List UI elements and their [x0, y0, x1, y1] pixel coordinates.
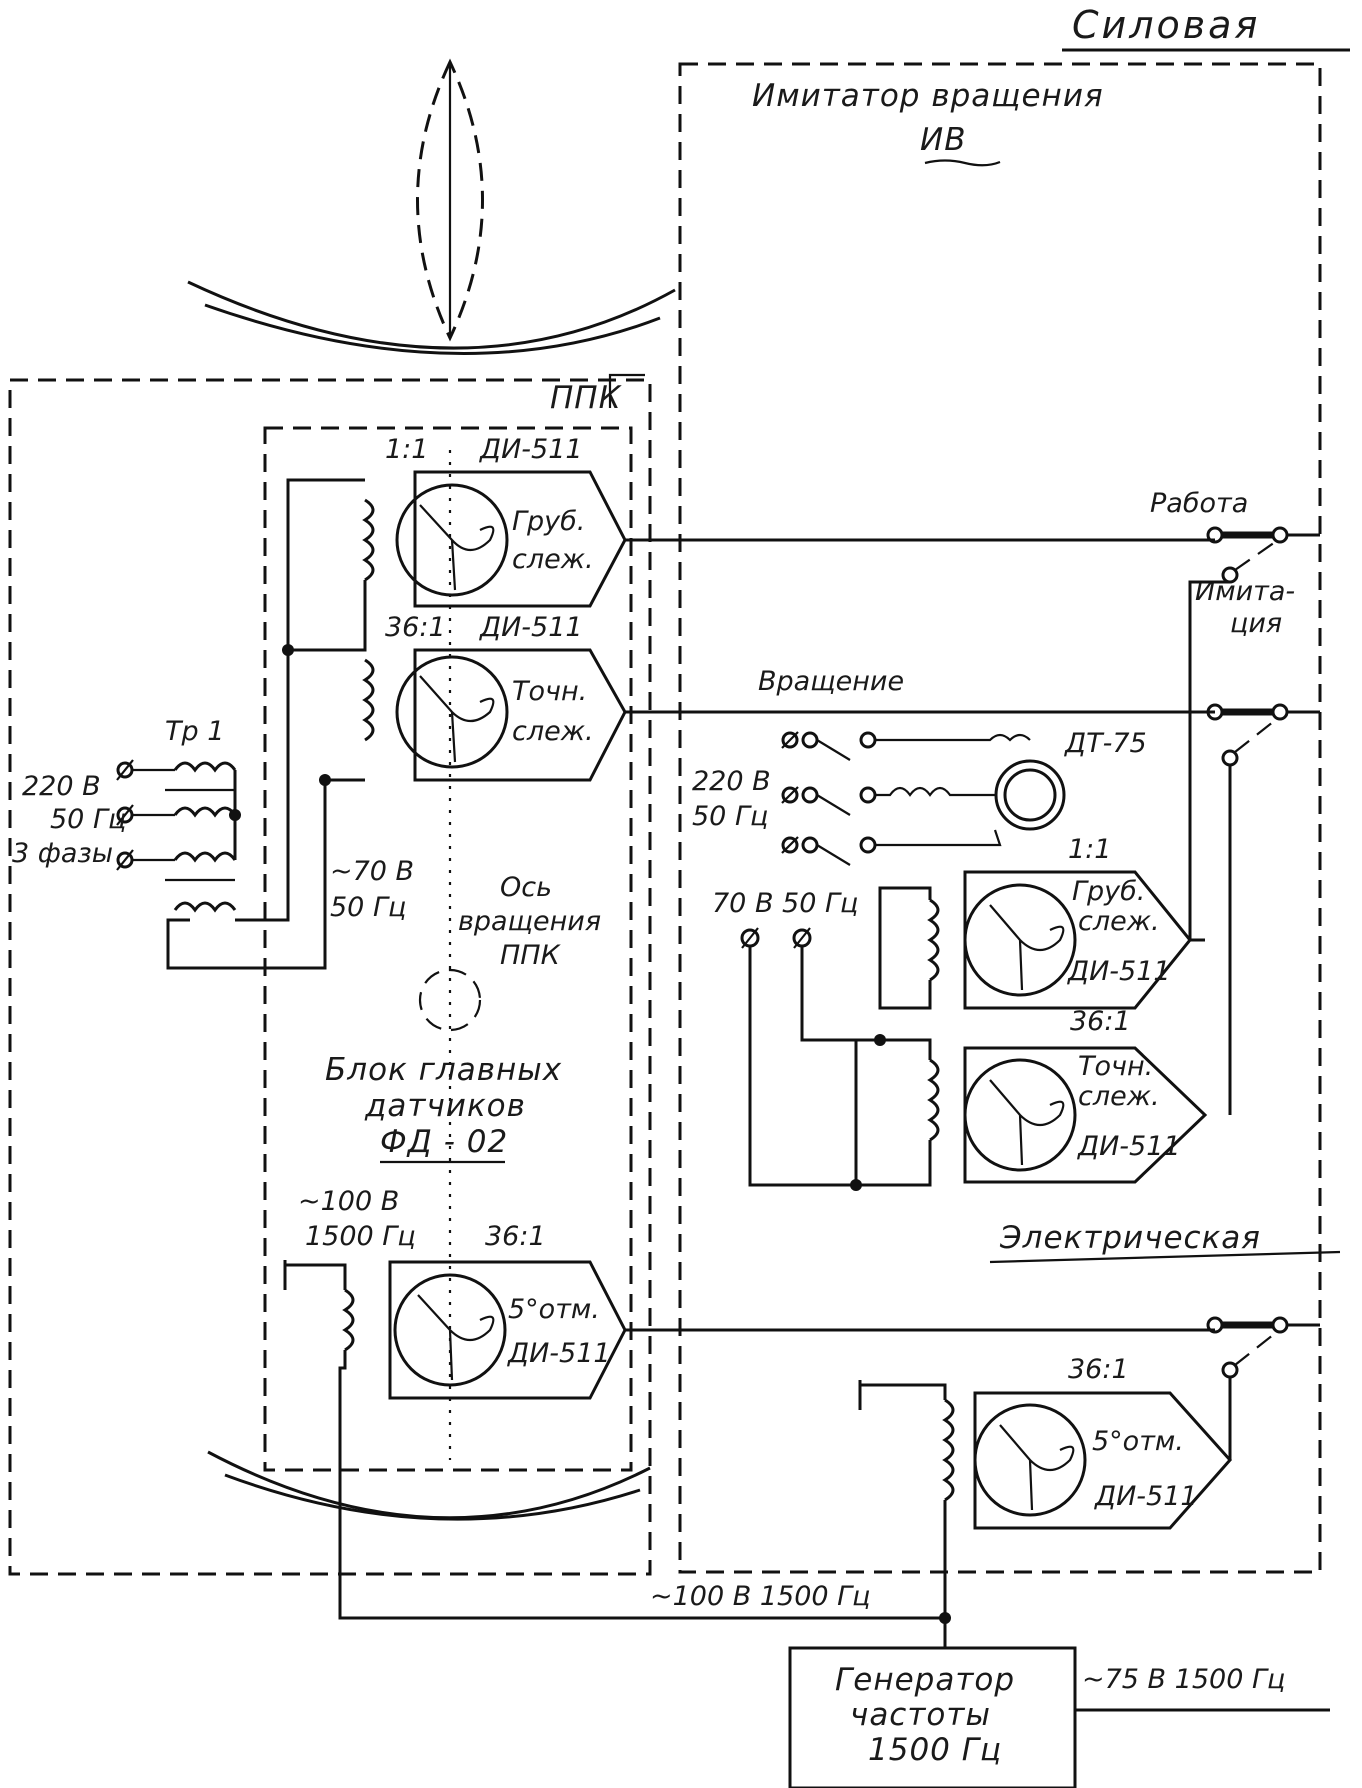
antenna-lens — [416, 58, 484, 342]
switch-mark[interactable] — [1206, 1316, 1320, 1379]
block-label-1: Блок главных — [325, 1052, 562, 1088]
ratio-coarse-ppk: 1:1 — [385, 434, 428, 465]
coarse-sim-label-2: слеж. — [1078, 906, 1160, 937]
excitation-voltage: ~70 В — [330, 856, 414, 887]
resolver-mark-ppk — [388, 1260, 627, 1400]
model-mark-sim: ДИ-511 — [1094, 1481, 1198, 1512]
resolver-fine-sim — [963, 1046, 1208, 1184]
simulator-box — [678, 62, 1322, 1574]
rotation-switches[interactable] — [781, 731, 877, 866]
ratio-coarse-sim: 1:1 — [1068, 834, 1111, 865]
model-coarse-sim: ДИ-511 — [1067, 956, 1171, 987]
imitation-label-2: ция — [1230, 608, 1282, 639]
fine-label-1: Точн. — [512, 676, 587, 707]
ratio-mark-sim: 36:1 — [1068, 1354, 1129, 1385]
motor-frequency: 50 Гц — [692, 801, 768, 832]
ppk-outer-box — [8, 378, 652, 1576]
ppk-label: ППК — [550, 380, 623, 416]
antenna-dish-bottom — [207, 1450, 651, 1521]
ratio-mark-ppk: 36:1 — [485, 1221, 546, 1252]
coarse-label-1: Груб. — [512, 506, 585, 537]
mark-label-ppk: 5°отм. — [508, 1294, 600, 1325]
generator-label-2: частоты — [850, 1697, 991, 1733]
ratio-fine-ppk: 36:1 — [385, 612, 446, 643]
transformer-tr1 — [165, 761, 241, 913]
winding-coarse-ppk — [362, 498, 375, 582]
model-mark-ppk: ДИ-511 — [507, 1338, 611, 1369]
rotation-label: Вращение — [758, 666, 904, 697]
motor-voltage: 220 В — [692, 766, 771, 797]
mark-voltage: ~100 В — [298, 1186, 399, 1217]
fine-sim-label-2: слеж. — [1078, 1081, 1160, 1112]
axis-label-2: вращения — [458, 906, 601, 937]
ratio-fine-sim: 36:1 — [1070, 1006, 1131, 1037]
axis-symbol — [418, 968, 482, 1032]
axis-label-3: ППК — [500, 940, 562, 971]
fine-sim-label-1: Точн. — [1078, 1051, 1153, 1082]
simulator-code: ИВ — [920, 122, 966, 158]
axis-label-1: Ось — [500, 872, 552, 903]
winding-mark-ppk — [342, 1288, 355, 1352]
input-frequency: 50 Гц — [50, 804, 126, 835]
input-phases: 3 фазы — [12, 838, 113, 869]
frequency-generator — [788, 1646, 1077, 1788]
terminal-3phase[interactable] — [116, 759, 175, 871]
winding-coarse-sim — [927, 898, 940, 982]
electrical-header: Электрическая — [999, 1220, 1261, 1256]
switch-fine[interactable] — [1206, 703, 1320, 767]
motor-dt75 — [875, 733, 1066, 847]
antenna-dish-top — [187, 280, 676, 355]
resolver-fine-ppk — [395, 648, 627, 782]
excitation-frequency: 50 Гц — [330, 892, 406, 923]
winding-fine-ppk — [362, 658, 375, 742]
simulator-title: Имитатор вращения — [752, 78, 1104, 114]
switch-coarse[interactable] — [1206, 526, 1320, 584]
generator-label-3: 1500 Гц — [868, 1732, 1002, 1768]
winding-mark-sim — [942, 1398, 955, 1502]
model-fine-ppk: ДИ-511 — [479, 612, 583, 643]
generator-label-1: Генератор — [835, 1662, 1015, 1698]
sim-excitation: 70 В 50 Гц — [712, 888, 858, 919]
coarse-label-2: слеж. — [512, 544, 594, 575]
block-label-3: ФД - 02 — [380, 1124, 508, 1160]
coarse-sim-label-1: Груб. — [1072, 876, 1145, 907]
model-coarse-ppk: ДИ-511 — [479, 434, 583, 465]
bus-100v: ~100 В 1500 Гц — [650, 1581, 871, 1612]
winding-fine-sim — [927, 1058, 940, 1142]
fine-label-2: слеж. — [512, 716, 594, 747]
resolver-coarse-sim — [963, 870, 1192, 1010]
generator-output: ~75 В 1500 Гц — [1082, 1664, 1285, 1695]
model-fine-sim: ДИ-511 — [1077, 1131, 1181, 1162]
resolver-coarse-ppk — [395, 470, 627, 608]
mark-frequency: 1500 Гц — [305, 1221, 416, 1252]
block-label-2: датчиков — [364, 1088, 526, 1124]
work-label: Работа — [1150, 488, 1248, 519]
mark-sim-label: 5°отм. — [1092, 1426, 1184, 1457]
resolver-mark-sim — [973, 1391, 1233, 1530]
power-header: Силовая — [1072, 3, 1260, 47]
sensor-block-box — [263, 426, 633, 1472]
terminal-70v[interactable] — [740, 927, 812, 949]
dt75-label: ДТ-75 — [1064, 728, 1147, 759]
input-voltage: 220 В — [22, 771, 101, 802]
tr1-label: Тр 1 — [165, 716, 224, 747]
